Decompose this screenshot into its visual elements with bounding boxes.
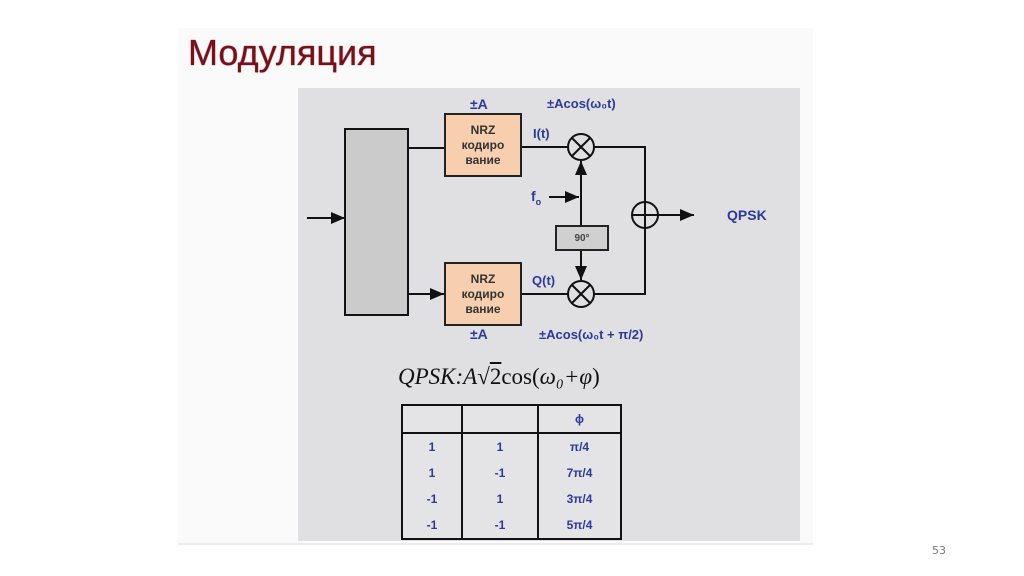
nrz-top-line-3: вание <box>465 152 501 167</box>
table-header-row: ϕ <box>402 405 621 434</box>
page-number: 53 <box>932 544 946 557</box>
summer-icon <box>631 201 659 229</box>
i-signal-label: I(t) <box>533 126 550 141</box>
formula-close: ) <box>592 364 600 389</box>
output-qpsk-label: QPSK <box>727 207 767 223</box>
nrz-bottom-line-1: NRZ <box>470 271 496 286</box>
slide-title: Модуляция <box>188 32 377 73</box>
header-cell-phi: ϕ <box>537 405 621 434</box>
cell-phi: 5π/4 <box>537 511 621 539</box>
cell-phi: π/4 <box>537 433 621 461</box>
cell-phi: 7π/4 <box>537 460 621 486</box>
nrz-encoder-top: NRZ кодиро вание <box>444 113 522 177</box>
q-signal-label: Q(t) <box>532 273 556 288</box>
formula-func: cos( <box>501 364 540 389</box>
sqrt-symbol: √ <box>477 364 490 389</box>
cell-i: -1 <box>426 517 438 532</box>
phase-shifter-block: 90° <box>555 225 609 251</box>
mixer-top-icon <box>567 133 595 161</box>
top-amplitude-label: ±A <box>470 96 488 112</box>
bottom-amplitude-label: ±A <box>470 326 488 342</box>
cell-q: 1 <box>461 485 538 512</box>
cell-phi: 3π/4 <box>537 485 621 512</box>
header-cell-i <box>402 405 462 434</box>
serial-parallel-block <box>344 128 409 316</box>
table-row: -1 -1 5π/4 <box>402 511 621 539</box>
cell-q: -1 <box>461 460 538 486</box>
line-top-to-sum <box>594 146 646 202</box>
cell-q: 1 <box>461 433 538 461</box>
formula-prefix: QPSK:A <box>398 364 478 389</box>
oscillator-label: fo <box>531 188 541 207</box>
table-row: -1 1 3π/4 <box>402 485 621 512</box>
cell-i: 1 <box>428 440 436 455</box>
slide-bottom-border <box>178 543 813 545</box>
nrz-bottom-line-2: кодиро <box>461 286 505 301</box>
line-bottom-to-sum <box>594 228 646 295</box>
table-row: 1 -1 7π/4 <box>402 460 621 486</box>
cell-i: 1 <box>428 466 436 481</box>
phase-shift-label: 90° <box>574 232 590 244</box>
oscillator-subscript: o <box>535 196 542 207</box>
formula-arg: ω₀+φ <box>539 364 593 389</box>
table-row: 1 1 π/4 <box>402 433 621 461</box>
cell-i: -1 <box>426 491 438 506</box>
top-carrier-label: ±Acos(ω₀t) <box>547 96 616 111</box>
header-cell-q <box>461 405 538 434</box>
bottom-carrier-label: ±Acos(ω₀t + π/2) <box>539 327 644 342</box>
oscillator-f: f <box>531 188 536 204</box>
qpsk-formula: QPSK:A√2cos(ω₀+φ) <box>398 364 600 390</box>
nrz-top-line-1: NRZ <box>470 122 496 137</box>
cell-q: -1 <box>461 511 538 539</box>
nrz-bottom-line-3: вание <box>465 301 501 316</box>
nrz-top-line-2: кодиро <box>461 137 505 152</box>
phase-table: ϕ 1 1 π/4 1 -1 7π/4 -1 1 3π/4 -1 -1 5π/4 <box>401 404 622 540</box>
nrz-encoder-bottom: NRZ кодиро вание <box>444 262 522 326</box>
mixer-bottom-icon <box>567 280 595 308</box>
formula-sqrt-arg: 2 <box>489 364 502 389</box>
